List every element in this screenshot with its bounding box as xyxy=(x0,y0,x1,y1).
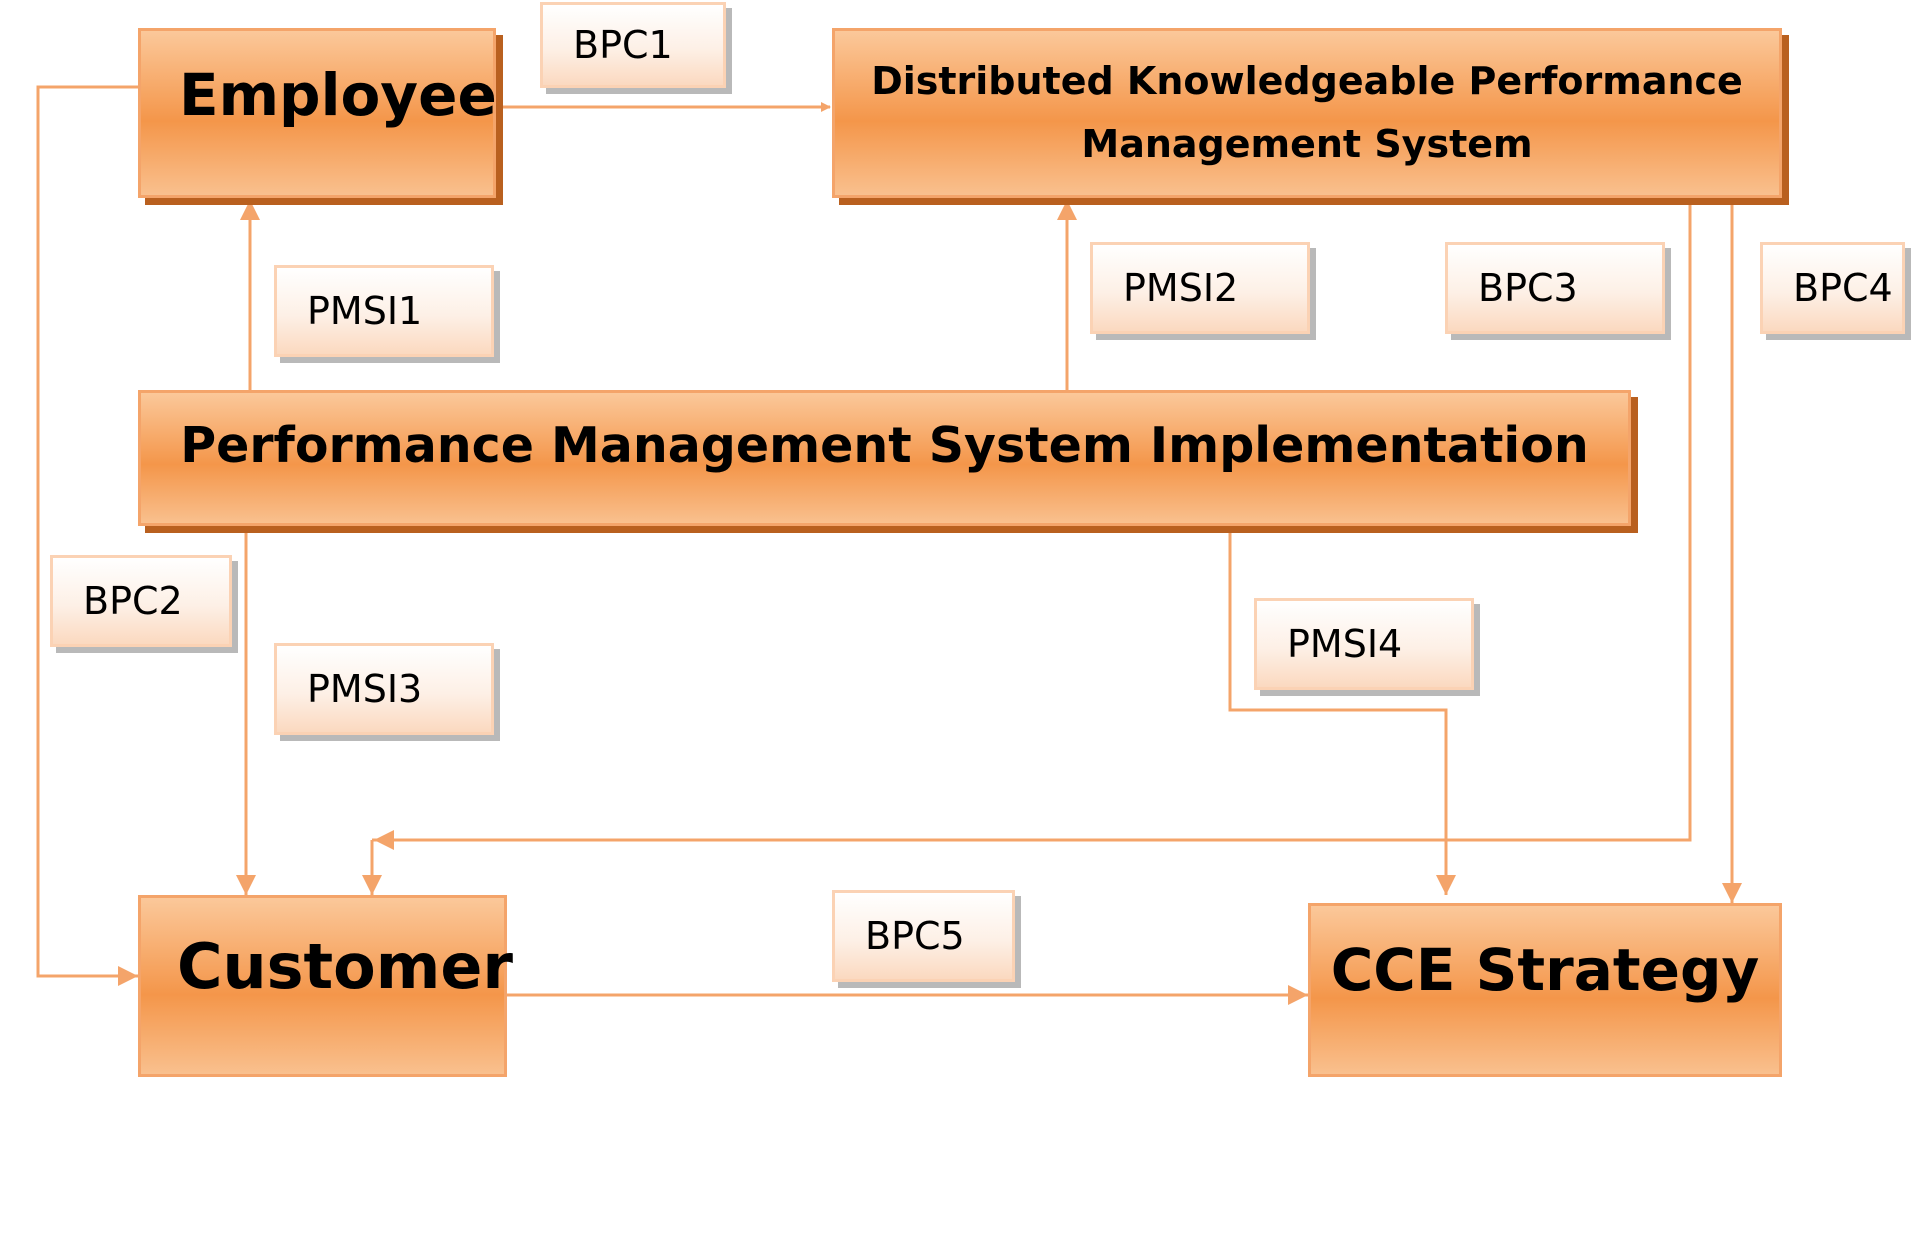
label-bpc4-text: BPC4 xyxy=(1793,266,1893,310)
label-bpc5: BPC5 xyxy=(832,890,1015,982)
label-bpc1-text: BPC1 xyxy=(573,23,673,67)
arrowhead-cce-from-dkpms xyxy=(1722,883,1742,903)
arrowhead-customer-corner xyxy=(374,830,394,850)
arrowhead-customer-from-dkpms xyxy=(362,875,382,895)
customer-node: Customer xyxy=(138,895,513,1077)
pmsi-label: Performance Management System Implementa… xyxy=(180,417,1589,474)
label-bpc3: BPC3 xyxy=(1445,242,1665,334)
label-bpc4: BPC4 xyxy=(1760,242,1905,334)
label-pmsi2-text: PMSI2 xyxy=(1123,266,1239,310)
label-bpc2-text: BPC2 xyxy=(83,579,183,623)
arrow-employee-to-customer xyxy=(36,85,138,978)
dkpms-node: Distributed Knowledgeable Performance Ma… xyxy=(832,28,1782,198)
label-pmsi1-text: PMSI1 xyxy=(307,289,423,333)
label-pmsi4-text: PMSI4 xyxy=(1287,622,1403,666)
cce-strategy-node: CCE Strategy xyxy=(1308,903,1782,1077)
pmsi-node: Performance Management System Implementa… xyxy=(138,390,1631,526)
label-bpc5-text: BPC5 xyxy=(865,914,965,958)
label-pmsi3: PMSI3 xyxy=(274,643,494,735)
employee-node: Employee xyxy=(138,28,497,198)
dkpms-label-line1: Distributed Knowledgeable Performance xyxy=(871,59,1743,103)
arrowhead-cce-from-pmsi xyxy=(1436,875,1456,895)
arrow-pmsi-to-cce xyxy=(1228,528,1448,895)
arrowhead-customer-from-pmsi xyxy=(236,875,256,895)
arrowhead-dkpms-from-pmsi xyxy=(1057,200,1077,220)
label-pmsi4: PMSI4 xyxy=(1254,598,1474,690)
arrowhead-customer-from-employee xyxy=(118,966,138,986)
dkpms-label-line2: Management System xyxy=(1081,122,1533,166)
employee-label: Employee xyxy=(179,61,497,129)
label-bpc2: BPC2 xyxy=(50,555,232,647)
customer-label: Customer xyxy=(177,930,514,1003)
arrowhead-employee-from-pmsi xyxy=(240,200,260,220)
label-pmsi2: PMSI2 xyxy=(1090,242,1310,334)
arrow-dkpms-to-customer xyxy=(372,198,1692,842)
arrowhead-cce-from-customer xyxy=(1288,985,1308,1005)
label-pmsi3-text: PMSI3 xyxy=(307,667,423,711)
label-bpc1: BPC1 xyxy=(540,2,726,88)
label-bpc3-text: BPC3 xyxy=(1478,266,1578,310)
cce-strategy-label: CCE Strategy xyxy=(1330,936,1760,1004)
label-pmsi1: PMSI1 xyxy=(274,265,494,357)
